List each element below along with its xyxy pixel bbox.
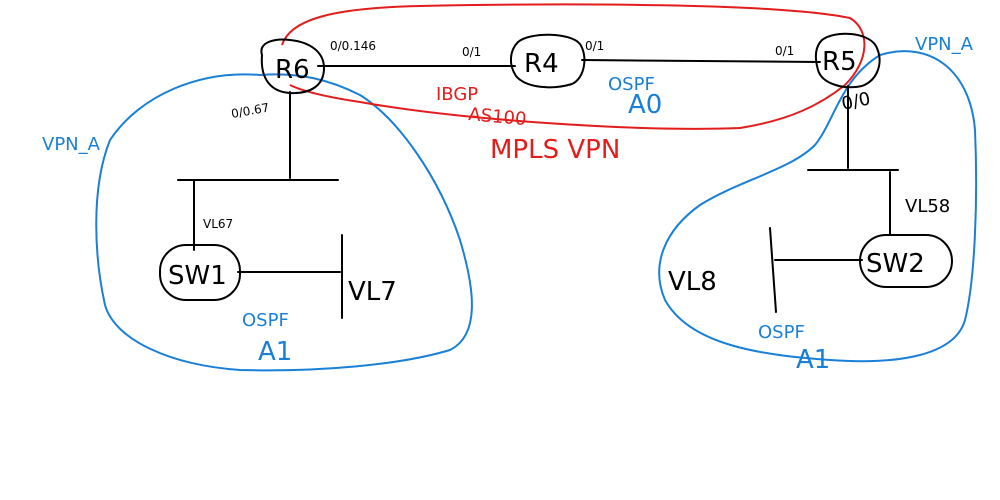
ospf-right-label: OSPF [758, 322, 805, 343]
vlan-vl58-label: VL58 [905, 196, 950, 217]
router-r5-label: R5 [822, 47, 857, 77]
switch-sw1-label: SW1 [168, 261, 227, 291]
vpn-a-right-label: VPN_A [915, 34, 974, 55]
interface-r5-down: 0/0 [840, 88, 873, 115]
interface-r6-down: 0/0.67 [230, 100, 270, 120]
router-r6[interactable]: R6 [260, 38, 326, 95]
vpn-a-left-region [95, 73, 473, 372]
vlan-vl67-label: VL67 [203, 217, 233, 231]
link-r4-r5 [581, 59, 821, 63]
interface-r5-left: 0/1 [775, 44, 794, 58]
switch-sw2-label: SW2 [866, 249, 925, 279]
interface-r4-left: 0/1 [462, 45, 481, 59]
ospf-left-label: OSPF [242, 310, 289, 331]
router-r6-label: R6 [275, 55, 310, 85]
interface-r6-r4: 0/0.146 [330, 39, 376, 53]
router-r5[interactable]: R5 [814, 32, 881, 89]
area-core-label: A0 [628, 90, 662, 120]
router-r4-label: R4 [524, 49, 559, 79]
interface-r4-right: 0/1 [585, 39, 604, 53]
vpn-a-right-region [658, 50, 978, 363]
lan-segment-vl8 [769, 227, 777, 313]
area-left-label: A1 [258, 337, 292, 367]
vlan-vl8-label: VL8 [668, 267, 717, 297]
switch-sw2[interactable]: SW2 [859, 234, 953, 288]
ospf-core-label: OSPF [608, 74, 655, 95]
area-right-label: A1 [796, 345, 830, 375]
mpls-vpn-loop [281, 3, 866, 130]
mpls-vpn-label: MPLS VPN [490, 135, 620, 165]
vpn-a-left-label: VPN_A [42, 134, 101, 155]
vlan-vl7-label: VL7 [348, 277, 397, 307]
ibgp-label: IBGP [436, 84, 478, 105]
as-label: AS100 [468, 104, 528, 130]
router-r4[interactable]: R4 [510, 33, 586, 89]
switch-sw1[interactable]: SW1 [159, 244, 241, 301]
